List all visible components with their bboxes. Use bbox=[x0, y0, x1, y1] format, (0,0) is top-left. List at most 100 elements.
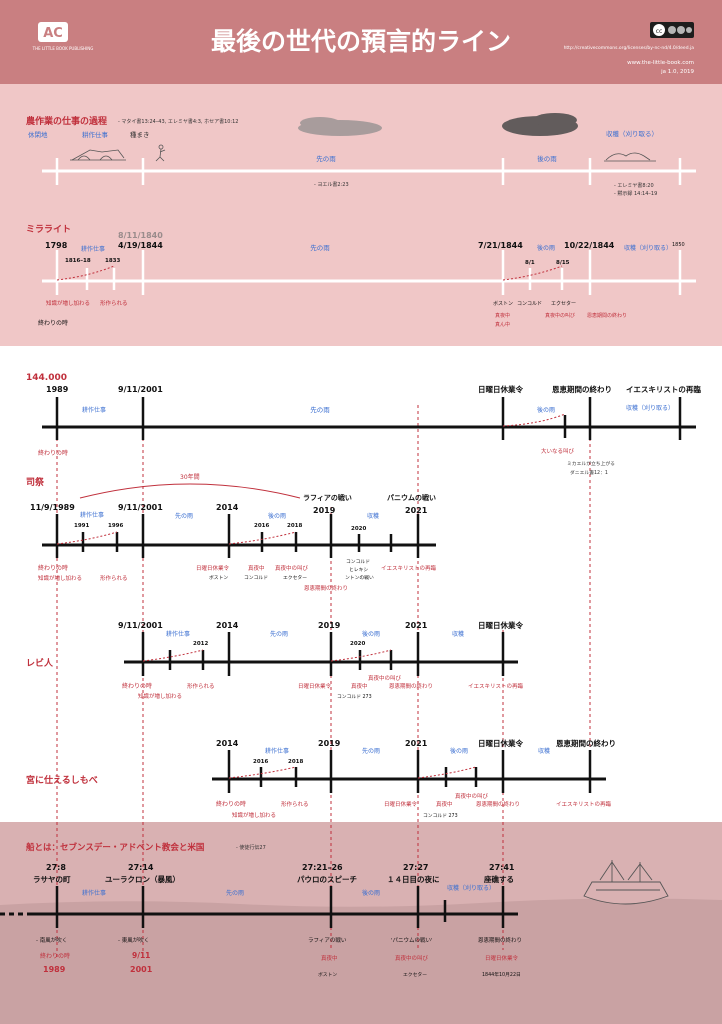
timeline-label: 真夜中の叫び bbox=[395, 954, 429, 962]
timeline-label: 恩恵期間の終わり bbox=[389, 682, 433, 690]
timeline-label: 2020 bbox=[351, 526, 366, 532]
timeline-label: １４日目の夜に bbox=[387, 874, 440, 884]
timeline-label: 27:27 bbox=[403, 863, 428, 872]
timeline-label: 2016 bbox=[254, 523, 269, 529]
timeline-label: 恩恵期間の終わり bbox=[476, 800, 520, 808]
timeline-label: 日曜日休業令 bbox=[196, 564, 230, 572]
timeline-label: 2019 bbox=[318, 739, 341, 748]
timeline-label: 9/11/2001 bbox=[118, 503, 163, 512]
sower-illustration bbox=[155, 144, 166, 162]
timeline-label: 休閑地 bbox=[28, 130, 48, 139]
timeline-label: 形作られる bbox=[187, 682, 215, 690]
timeline-label: 日曜日休業令 bbox=[298, 682, 332, 690]
timeline-label: 恩恵期間の終わり bbox=[478, 936, 522, 944]
timeline-label: 2021 bbox=[405, 739, 428, 748]
timeline-label: 恩恵期間の終わり bbox=[587, 312, 627, 319]
levites-section: レビ人 9/11/2001 耕作仕事 2012 2014 先の雨 2019 後の… bbox=[26, 620, 523, 700]
red-guides bbox=[56, 405, 591, 960]
timeline-label: コンコルド 273 bbox=[337, 694, 372, 700]
rain-cloud-illustration bbox=[298, 117, 382, 136]
timeline-label: 日曜日休業令 bbox=[384, 800, 418, 808]
timeline-label: 1844年10月22日 bbox=[482, 971, 521, 978]
timeline-label: 2019 bbox=[313, 506, 336, 515]
timeline-label: 27:8 bbox=[46, 863, 66, 872]
timeline-label: ミラライト bbox=[26, 224, 71, 235]
farmer-section: 農作業の仕事の過程 - マタイ書13:24–43, エレミヤ書4:3, ホセア書… bbox=[26, 113, 696, 197]
logo: AC THE LITTLE BOOK PUBLISHING bbox=[32, 22, 93, 51]
timeline-label: ユーラクロン（暴風） bbox=[105, 874, 180, 884]
timeline-label: 2014 bbox=[216, 503, 239, 512]
timeline-label: 収穫 bbox=[452, 630, 464, 638]
timeline-label: 収穫（刈り取る） bbox=[447, 884, 495, 892]
header-band bbox=[0, 0, 722, 84]
timeline-label: 後の雨 bbox=[362, 630, 380, 638]
timeline-label: 8/15 bbox=[556, 260, 570, 266]
version: ja 1.0, 2019 bbox=[660, 69, 694, 75]
timeline-label: 2016 bbox=[253, 759, 268, 765]
timeline-label: 2014 bbox=[216, 621, 239, 630]
timeline-label: 2014 bbox=[216, 739, 239, 748]
cc-license-badge: cc bbox=[650, 22, 694, 38]
timeline-label: 真夜中 bbox=[351, 682, 368, 690]
timeline-label: 2020 bbox=[350, 641, 365, 647]
timeline-label: 1991 bbox=[74, 523, 89, 529]
timeline-label: ミカエルが立ち上がる bbox=[567, 460, 615, 467]
timeline-label: パウロのスピーチ bbox=[297, 874, 357, 884]
timeline-label: 1989 bbox=[43, 965, 66, 974]
timeline-label: 144.000 bbox=[26, 373, 67, 383]
timeline-label: 後の雨 bbox=[537, 244, 555, 252]
timeline-label: 司祭 bbox=[26, 476, 45, 488]
timeline-label: 日曜日休業令 bbox=[478, 384, 523, 394]
timeline-label: コンコルド 273 bbox=[423, 813, 458, 819]
timeline-label: 8/11/1840 bbox=[118, 231, 163, 240]
timeline-label: 2018 bbox=[288, 759, 303, 765]
timeline-label: 船とは：セブンスデー・アドベント教会と米国 bbox=[26, 842, 204, 853]
timeline-label: 真夜中 bbox=[248, 564, 265, 572]
thirty-year-arc bbox=[79, 483, 301, 499]
timeline-label: 1816–18 bbox=[65, 258, 91, 264]
timeline-label: 2019 bbox=[318, 621, 341, 630]
timeline-label: 知識が増し加わる bbox=[232, 811, 276, 819]
timeline-label: 'パニウムの戦い' bbox=[391, 936, 433, 944]
timeline-label: 11/9/1989 bbox=[30, 503, 75, 512]
timeline-label: 2021 bbox=[405, 621, 428, 630]
timeline-label: 後の雨 bbox=[362, 889, 380, 897]
timeline-label: 7/21/1844 bbox=[478, 241, 523, 250]
timeline-label: 後の雨 bbox=[450, 747, 468, 755]
timeline-label: - ヨエル書2:23 bbox=[314, 181, 349, 188]
timeline-label: 耕作仕事 bbox=[82, 406, 106, 414]
timeline-label: 耕作仕事 bbox=[265, 747, 289, 755]
ship-illustration bbox=[583, 860, 669, 905]
timeline-label: 真夜中の叫び bbox=[455, 792, 489, 800]
timeline-label: 種まき bbox=[130, 131, 150, 139]
timeline-label: コンコルド bbox=[517, 301, 542, 307]
timeline-label: 先の雨 bbox=[175, 512, 193, 520]
timeline-label: 27:41 bbox=[489, 863, 515, 872]
timeline-label: ントンの戦い bbox=[345, 574, 374, 581]
timeline-label: ボストン bbox=[318, 971, 337, 978]
timeline-label: 知識が増し加わる bbox=[46, 299, 90, 307]
timeline-label: イエスキリストの再臨 bbox=[556, 800, 611, 808]
timeline-label: 大いなる叫び bbox=[541, 447, 575, 455]
timeline-label: ダニエル書12：1 bbox=[570, 469, 608, 476]
millerite-section: ミラライト 8/11/1840 1798 耕作仕事 4/19/1844 1816… bbox=[26, 224, 696, 328]
timeline-label: - 東風が吹く bbox=[118, 936, 149, 944]
timeline-label: 1996 bbox=[108, 523, 123, 529]
timeline-label: 日曜日休業令 bbox=[485, 954, 519, 962]
timeline-label: 後の雨 bbox=[537, 406, 555, 414]
timeline-label: 先の雨 bbox=[362, 747, 380, 755]
timeline-label: とレキシ bbox=[349, 567, 368, 573]
timeline-label: 後の雨 bbox=[537, 154, 557, 163]
timeline-label: 終わりの時 bbox=[40, 952, 70, 960]
sea-band bbox=[0, 898, 722, 1024]
timeline-label: 耕作仕事 bbox=[80, 511, 104, 519]
timeline-label: 終わりの時 bbox=[122, 682, 152, 690]
timeline-label: 真夜中 bbox=[436, 800, 453, 808]
ship-section: 船とは：セブンスデー・アドベント教会と米国 - 使徒行伝27 27:8 ラサヤの… bbox=[0, 842, 669, 978]
timeline-label: 27:21–26 bbox=[302, 863, 343, 872]
priests-section: 司祭 30年間 11/9/1989 1991 1996 耕作仕事 9/11/20… bbox=[26, 473, 436, 592]
timeline-label: パニウムの戦い bbox=[387, 493, 436, 502]
timeline-label: 真ん中 bbox=[495, 321, 510, 328]
timeline-label: 日曜日休業令 bbox=[478, 620, 523, 630]
